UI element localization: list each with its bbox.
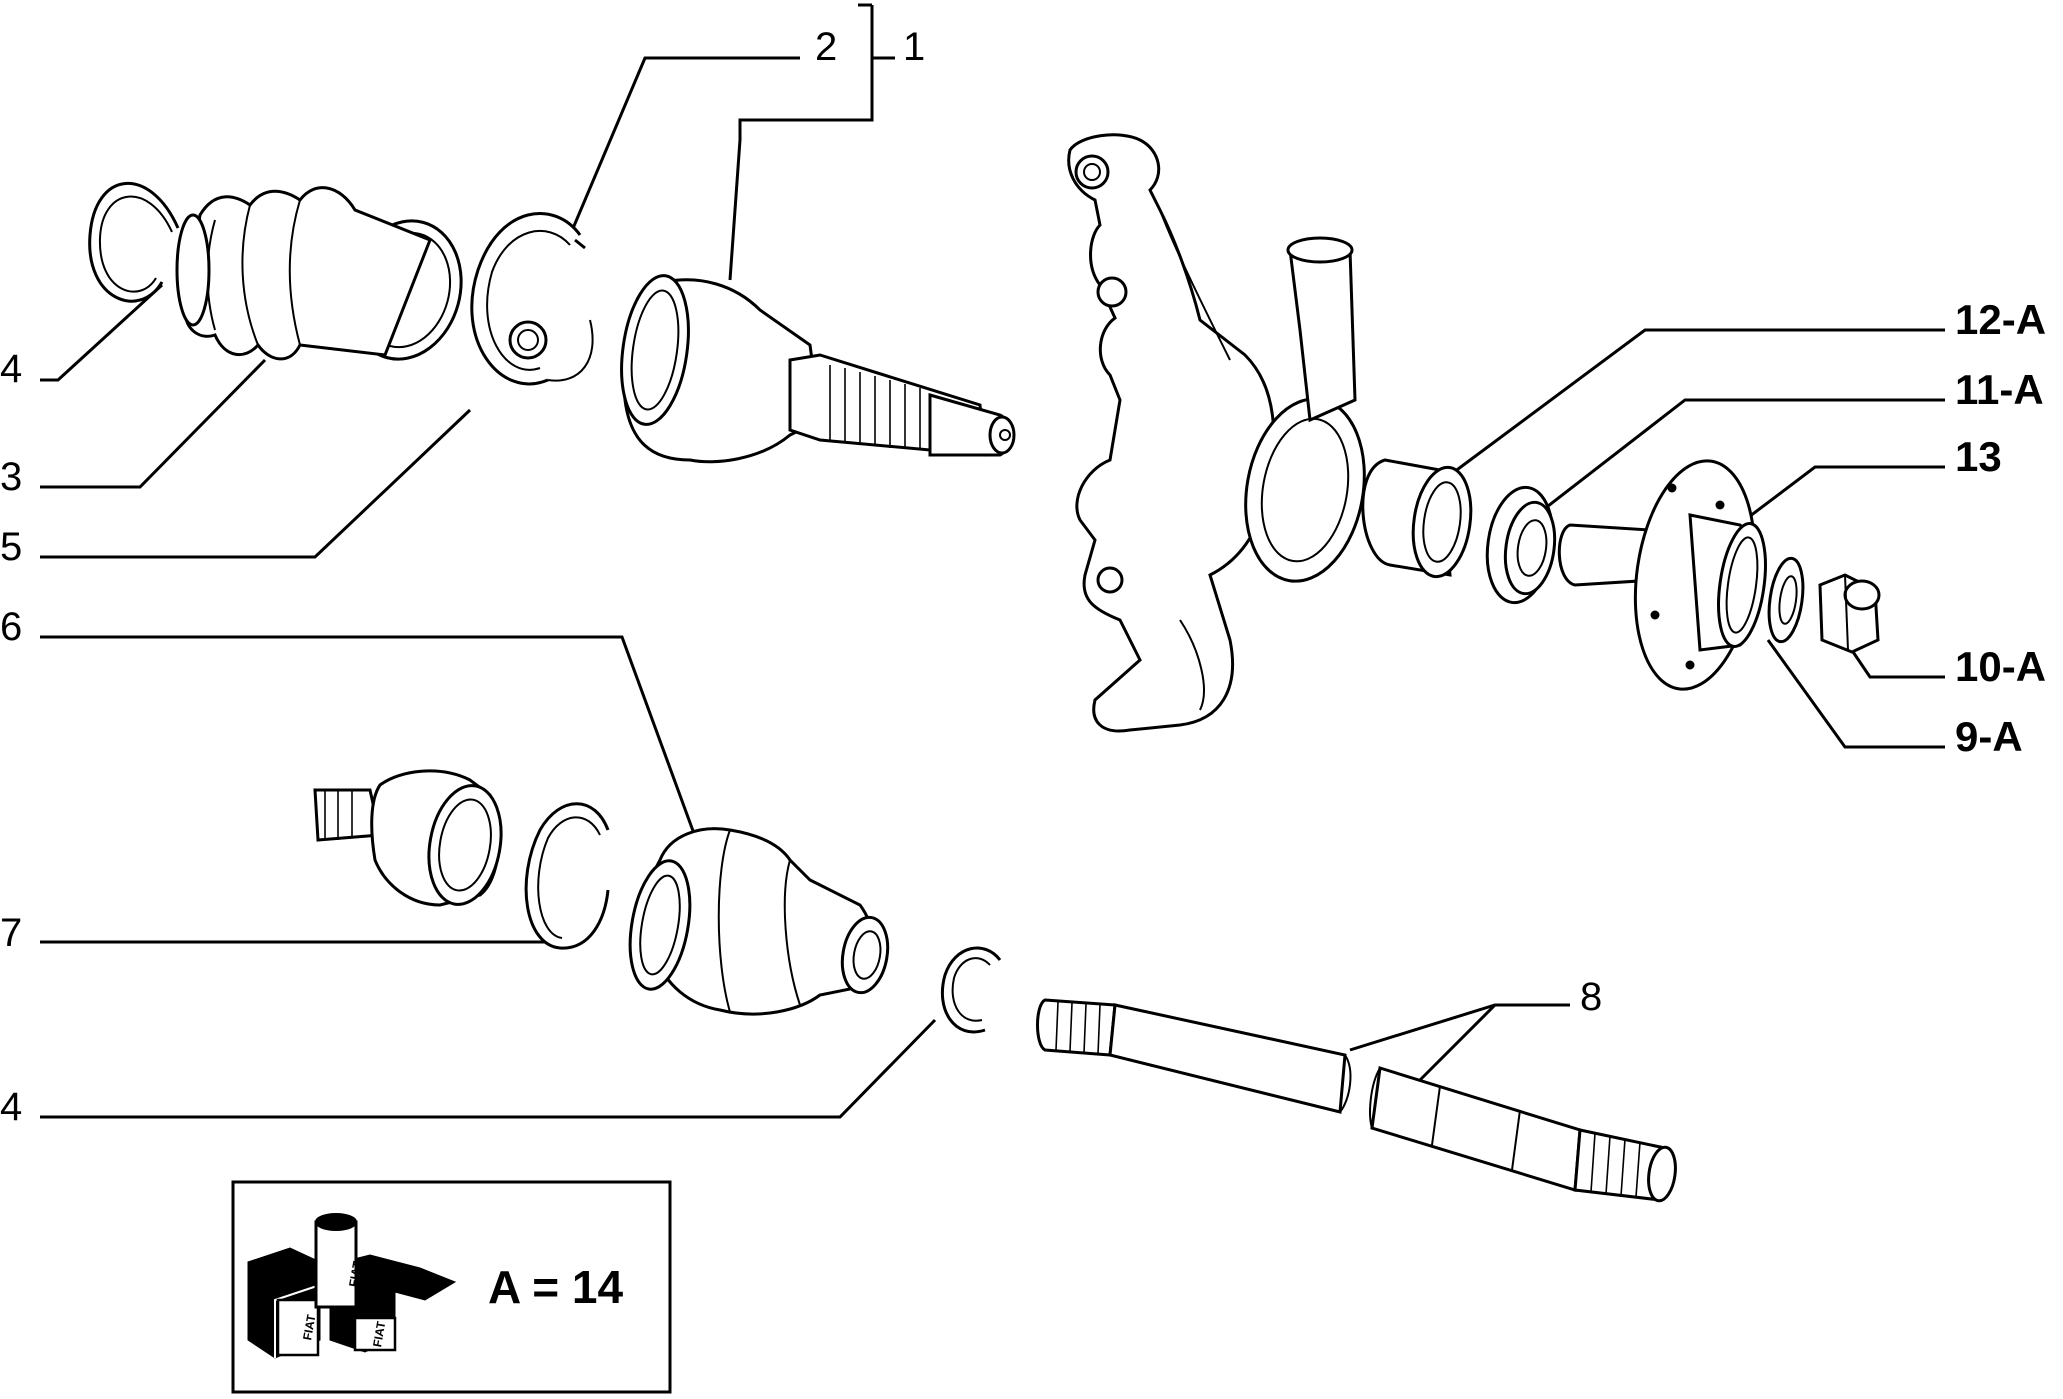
leader-6 xyxy=(40,635,702,851)
leader-4-bottom xyxy=(40,1018,937,1119)
label-7: 7 xyxy=(0,911,22,955)
boot-outer xyxy=(175,186,463,361)
leader-9 xyxy=(1766,639,1945,749)
brand-text-1: FIAT xyxy=(300,1313,318,1341)
wheel-hub xyxy=(1557,459,1767,691)
label-4-top: 4 xyxy=(0,347,22,391)
inner-boot xyxy=(628,827,890,1016)
label-1: 1 xyxy=(903,25,925,69)
leader-8a xyxy=(1349,1003,1570,1052)
brand-text-2: FIAT xyxy=(346,1260,364,1288)
brand-logo-icon: FIAT FIAT FIAT xyxy=(247,1213,457,1359)
label-2: 2 xyxy=(815,25,837,69)
leader-4-top xyxy=(40,283,164,382)
legend-box: FIAT FIAT FIAT A = 14 xyxy=(231,1180,672,1394)
label-8: 8 xyxy=(1580,975,1602,1019)
label-13: 13 xyxy=(1955,433,2002,480)
ring-nut xyxy=(1485,485,1557,605)
legend-text: A = 14 xyxy=(488,1261,624,1313)
leader-13 xyxy=(1724,465,1945,537)
leader-5 xyxy=(40,408,472,559)
leader-11 xyxy=(1529,398,1945,522)
leader-8b xyxy=(1418,1003,1497,1082)
clip-ring-7 xyxy=(524,802,610,950)
leader-3 xyxy=(40,358,267,489)
small-clip xyxy=(508,320,548,360)
part-labels: 1 2 4 3 5 6 7 4 8 12-A 11-A 13 10-A 9-A xyxy=(0,25,2046,1129)
leader-lines xyxy=(40,3,1945,1119)
wheel-bearing xyxy=(1361,458,1473,579)
clip-ring-top xyxy=(88,182,180,303)
circlip-large xyxy=(470,212,594,386)
brand-text-3: FIAT xyxy=(370,1320,388,1348)
leader-12 xyxy=(1449,328,1945,477)
washer xyxy=(1767,556,1805,644)
label-3: 3 xyxy=(0,455,22,499)
outer-cv-joint xyxy=(620,274,1016,464)
label-6: 6 xyxy=(0,605,22,649)
steering-knuckle xyxy=(1067,133,1366,733)
label-5: 5 xyxy=(0,525,22,569)
drive-shaft xyxy=(1036,998,1677,1203)
label-9-a: 9-A xyxy=(1955,713,2023,760)
label-11-a: 11-A xyxy=(1955,366,2044,413)
label-4-bottom: 4 xyxy=(0,1085,22,1129)
leader-1 xyxy=(728,5,874,281)
label-12-a: 12-A xyxy=(1955,296,2046,343)
inner-joint-housing xyxy=(313,769,503,907)
label-10-a: 10-A xyxy=(1955,643,2046,690)
clip-ring-bottom xyxy=(940,946,1002,1034)
hub-nut xyxy=(1818,573,1881,654)
